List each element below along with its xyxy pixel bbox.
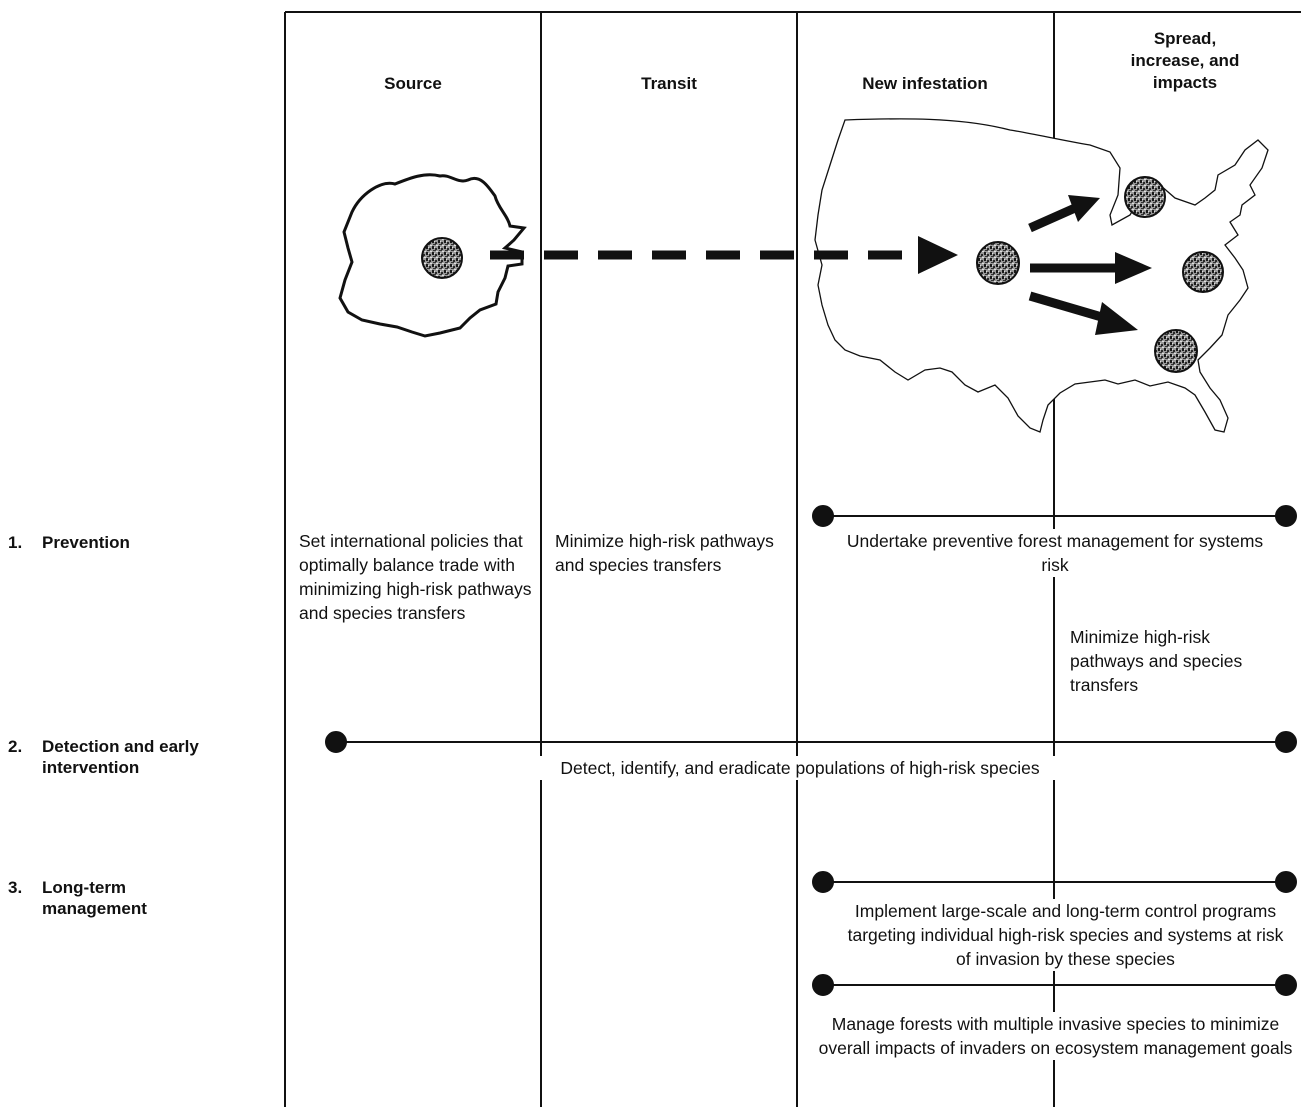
timeline-bars xyxy=(325,505,1297,996)
action-longterm-manage: Manage forests with multiple invasive sp… xyxy=(818,1012,1293,1060)
row-label-detection: 2. Detection and early intervention xyxy=(8,736,199,778)
row-label-text: Detection and early xyxy=(42,737,199,756)
row-number: 3. xyxy=(8,878,23,897)
row-label-longterm: 3. Long-term management xyxy=(8,877,147,919)
action-prevention-spread: Minimize high-risk pathways and species … xyxy=(1066,625,1285,697)
row-label-text-line2: intervention xyxy=(42,758,140,777)
pest-population-circle-icon xyxy=(421,176,1224,373)
row-label-text-line2: management xyxy=(42,899,147,918)
row-label-text: Prevention xyxy=(42,533,130,552)
action-detection: Detect, identify, and eradicate populati… xyxy=(500,756,1100,780)
column-header-source: Source xyxy=(384,74,442,93)
action-longterm-control: Implement large-scale and long-term cont… xyxy=(843,899,1288,971)
column-header-spread: Spread, increase, and impacts xyxy=(1130,29,1240,92)
action-prevention-source: Set international policies that optimall… xyxy=(299,531,532,623)
row-number: 1. xyxy=(8,533,23,552)
pest-infestation-circle xyxy=(976,241,1020,285)
dashed-arrow-icon xyxy=(490,236,958,274)
spread-arrow-icon xyxy=(1028,195,1152,335)
pest-spread-circle-east xyxy=(1182,251,1224,293)
row-number: 2. xyxy=(8,737,23,756)
column-header-transit: Transit xyxy=(641,74,697,93)
action-prevention-transit: Minimize high-risk pathways and species … xyxy=(555,531,774,575)
action-prevention-forest: Undertake preventive forest management f… xyxy=(840,529,1270,577)
row-label-prevention: 1. Prevention xyxy=(8,532,130,553)
column-header-new-infestation: New infestation xyxy=(862,74,988,93)
pest-spread-circle-south xyxy=(1154,329,1198,373)
pest-source-circle xyxy=(421,237,463,279)
row-label-text: Long-term xyxy=(42,878,127,897)
pest-spread-circle-north xyxy=(1124,176,1166,218)
